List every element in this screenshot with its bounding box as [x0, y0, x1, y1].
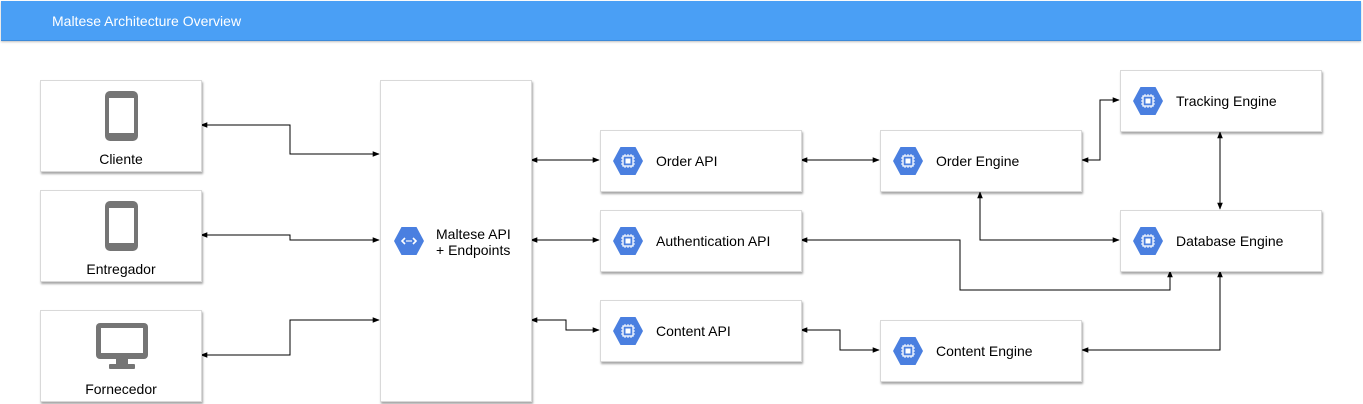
link-auth-api-database-engine — [800, 237, 1173, 291]
link-order-engine-tracking-engine — [1081, 97, 1120, 163]
link-fornecedor-gateway — [200, 317, 380, 358]
endpoints-icon — [394, 227, 424, 255]
compute-engine-icon — [613, 227, 643, 255]
authentication-api-label: Authentication API — [656, 233, 771, 249]
entregador-label: Entregador — [86, 261, 156, 277]
order-api-label: Order API — [656, 153, 718, 169]
order-engine-node[interactable]: Order Engine — [880, 130, 1082, 192]
diagram-title: Maltese Architecture Overview — [52, 13, 242, 29]
compute-engine-icon — [1133, 87, 1163, 115]
content-api-node[interactable]: Content API — [600, 300, 802, 362]
monitor-icon — [96, 323, 148, 369]
content-engine-label: Content Engine — [936, 343, 1033, 359]
database-engine-label: Database Engine — [1176, 233, 1284, 249]
order-api-node[interactable]: Order API — [600, 130, 802, 192]
link-content-api-content-engine — [800, 327, 880, 353]
smartphone-icon — [105, 91, 138, 141]
database-engine-node[interactable]: Database Engine — [1120, 210, 1322, 272]
compute-engine-icon — [1133, 227, 1163, 255]
content-engine-node[interactable]: Content Engine — [880, 320, 1082, 382]
order-engine-label: Order Engine — [936, 153, 1020, 169]
compute-engine-icon — [893, 337, 923, 365]
gateway-label-line2: + Endpoints — [436, 242, 511, 258]
compute-engine-icon — [613, 147, 643, 175]
smartphone-icon — [105, 201, 138, 251]
gateway-label-line1: Maltese API — [436, 226, 511, 242]
cliente-label: Cliente — [99, 151, 143, 167]
cliente-node[interactable]: Cliente — [40, 80, 202, 172]
entregador-node[interactable]: Entregador — [40, 190, 202, 282]
link-order-engine-database-engine — [977, 191, 1120, 243]
link-content-engine-database-engine — [1081, 270, 1223, 353]
content-api-label: Content API — [656, 323, 731, 339]
tracking-engine-label: Tracking Engine — [1176, 93, 1277, 109]
maltese-api-gateway-node[interactable]: Maltese API + Endpoints — [380, 80, 532, 402]
compute-engine-icon — [613, 317, 643, 345]
link-gateway-content-api — [530, 317, 600, 333]
authentication-api-node[interactable]: Authentication API — [600, 210, 802, 272]
fornecedor-node[interactable]: Fornecedor — [40, 310, 202, 402]
link-cliente-gateway — [200, 122, 380, 157]
compute-engine-icon — [893, 147, 923, 175]
fornecedor-label: Fornecedor — [85, 381, 157, 397]
link-entregador-gateway — [200, 232, 380, 243]
header-bar: Maltese Architecture Overview — [1, 1, 1361, 41]
tracking-engine-node[interactable]: Tracking Engine — [1120, 70, 1322, 132]
